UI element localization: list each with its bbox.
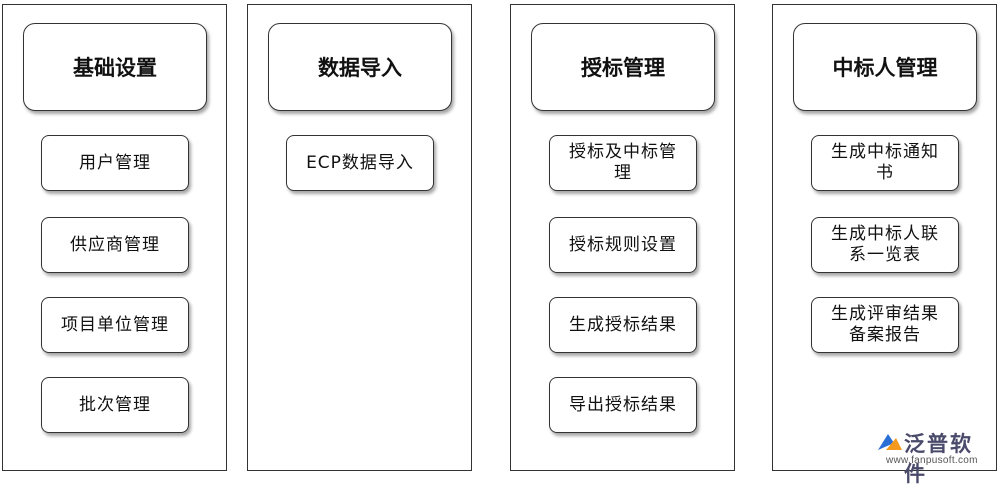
- item-user-management[interactable]: 用户管理: [41, 135, 189, 191]
- column-title: 授标管理: [531, 23, 715, 111]
- column-title: 数据导入: [268, 23, 452, 111]
- item-project-unit-management[interactable]: 项目单位管理: [41, 297, 189, 353]
- item-supplier-management[interactable]: 供应商管理: [41, 217, 189, 273]
- fanpu-logo-icon: [878, 434, 902, 450]
- item-export-award-result[interactable]: 导出授标结果: [549, 377, 697, 433]
- item-generate-bid-notice[interactable]: 生成中标通知书: [811, 135, 959, 191]
- column-data-import: 数据导入 ECP数据导入: [247, 4, 472, 471]
- watermark-url: www.fanpusoft.com: [886, 455, 978, 466]
- item-award-rule-settings[interactable]: 授标规则设置: [549, 217, 697, 273]
- column-title: 基础设置: [23, 23, 207, 111]
- column-award-management: 授标管理 授标及中标管理 授标规则设置 生成授标结果 导出授标结果: [510, 4, 735, 471]
- column-basic-settings: 基础设置 用户管理 供应商管理 项目单位管理 批次管理: [2, 4, 227, 471]
- item-generate-bidder-contact-list[interactable]: 生成中标人联系一览表: [811, 217, 959, 273]
- column-title: 中标人管理: [793, 23, 977, 111]
- item-ecp-data-import[interactable]: ECP数据导入: [286, 135, 434, 191]
- watermark-logo: 泛普软件 www.fanpusoft.com: [864, 428, 994, 486]
- column-winning-bidder-management: 中标人管理 生成中标通知书 生成中标人联系一览表 生成评审结果备案报告: [772, 4, 997, 471]
- item-generate-award-result[interactable]: 生成授标结果: [549, 297, 697, 353]
- item-batch-management[interactable]: 批次管理: [41, 377, 189, 433]
- item-generate-review-filing-report[interactable]: 生成评审结果备案报告: [811, 297, 959, 353]
- item-award-and-bid-management[interactable]: 授标及中标管理: [549, 135, 697, 191]
